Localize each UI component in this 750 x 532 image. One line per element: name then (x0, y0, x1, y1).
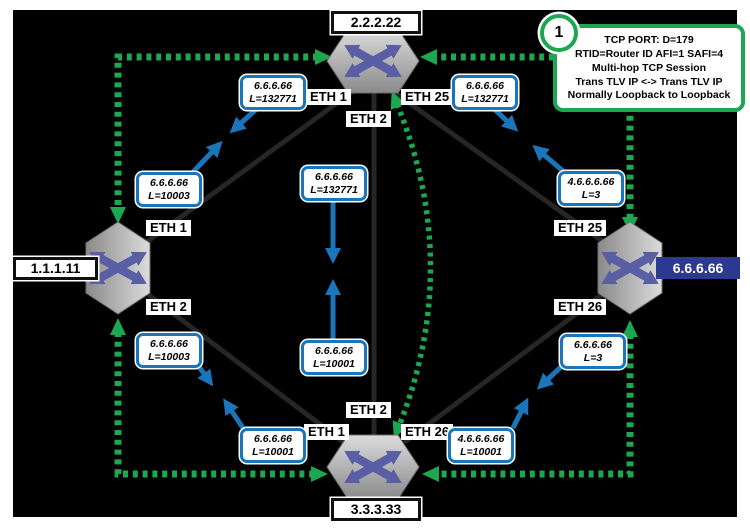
green-path-bottomright (422, 320, 638, 482)
link-label-value: L=10003 (148, 350, 190, 363)
link-label-value: L=3 (581, 188, 601, 201)
link-label-ip: 6.6.6.66 (315, 171, 353, 183)
green-path-topleft (110, 49, 332, 224)
link-label-value: L=132771 (310, 183, 358, 196)
switch-crossed-arrows-icon (344, 44, 402, 78)
callout-line: Multi-hop TCP Session (591, 61, 707, 74)
link-label-ip: 6.6.6.66 (254, 80, 292, 92)
link-label-value: L=10001 (252, 445, 294, 458)
callout-number-badge: 1 (540, 14, 578, 52)
router-name-bottom: 3.3.3.33 (331, 498, 421, 521)
router-name-right: 6.6.6.66 (656, 257, 740, 279)
blue-arrow (532, 144, 565, 173)
callout-line: TCP PORT: D=179 (604, 34, 694, 46)
callout-line: Normally Loopback to Loopback (567, 89, 731, 102)
link-label-value: L=10001 (313, 357, 355, 370)
green-multihop-arc (390, 91, 434, 440)
link-label-ip: 6.6.6.66 (315, 345, 353, 357)
router-left (85, 221, 151, 315)
callout-line: Trans TLV IP <-> Trans TLV IP (575, 75, 723, 88)
blue-label-arrows (191, 102, 566, 430)
link-label-ip: 4.6.6.6.66 (457, 433, 505, 445)
link-label-ip: 6.6.6.66 (150, 177, 188, 189)
callout-line: RTID=Router ID AFI=1 SAFI=4 (574, 47, 724, 60)
callout-note: TCP PORT: D=179 RTID=Router ID AFI=1 SAF… (553, 24, 745, 113)
link-label-value: L=10001 (460, 445, 502, 458)
link-label-ip: 4.6.6.6.66 (567, 176, 615, 188)
router-name-top: 2.2.2.22 (331, 11, 421, 34)
link-label-tl-upper: 6.6.6.66 L=132771 (240, 75, 306, 111)
link-label-ip: 6.6.6.66 (466, 80, 504, 92)
link-label-value: L=132771 (461, 92, 509, 105)
link-label-value: L=132771 (249, 92, 297, 105)
port-label-top-eth1: ETH 1 (306, 89, 351, 105)
switch-crossed-arrows-icon (344, 450, 402, 484)
link-label-br-upper: 6.6.6.66 L=3 (560, 334, 626, 370)
port-label-top-eth25: ETH 25 (401, 89, 454, 105)
link-top-right (391, 89, 605, 244)
link-label-ip: 6.6.6.66 (254, 433, 292, 445)
green-path-bottomleft (110, 318, 328, 482)
switch-crossed-arrows-icon (601, 251, 659, 285)
link-label-value: L=10003 (148, 189, 190, 202)
link-label-value: L=3 (583, 351, 603, 364)
link-label-tr-lower: 4.6.6.6.66 L=3 (558, 171, 624, 207)
router-bottom (326, 434, 420, 500)
green-session-paths (110, 49, 638, 482)
port-label-right-eth25: ETH 25 (554, 220, 607, 236)
router-name-left: 1.1.1.11 (13, 257, 98, 280)
link-label-bl-upper: 6.6.6.66 L=10003 (136, 333, 202, 369)
port-label-right-eth26: ETH 26 (554, 299, 607, 315)
switch-crossed-arrows-icon (89, 251, 147, 285)
port-label-bottom-eth2: ETH 2 (346, 402, 391, 418)
link-label-mid-upper: 6.6.6.66 L=132771 (301, 166, 367, 202)
port-label-left-eth2: ETH 2 (146, 299, 191, 315)
port-label-top-eth2: ETH 2 (346, 111, 391, 127)
link-label-bl-lower: 6.6.6.66 L=10001 (240, 428, 306, 464)
physical-links (145, 89, 605, 444)
blue-arrow (223, 398, 246, 430)
link-label-ip: 6.6.6.66 (574, 339, 612, 351)
link-label-br-lower: 4.6.6.6.66 L=10001 (448, 428, 514, 464)
router-top (326, 28, 420, 94)
port-label-left-eth1: ETH 1 (146, 220, 191, 236)
link-label-ip: 6.6.6.66 (150, 338, 188, 350)
blue-arrow (191, 140, 223, 174)
router-right (597, 221, 663, 315)
port-label-bottom-eth1: ETH 1 (304, 424, 349, 440)
link-label-tr-upper: 6.6.6.66 L=132771 (452, 75, 518, 111)
link-label-mid-lower: 6.6.6.66 L=10001 (301, 340, 367, 376)
blue-arrow (510, 397, 529, 430)
link-label-tl-lower: 6.6.6.66 L=10003 (136, 172, 202, 208)
port-label-bottom-eth26: ETH 26 (401, 424, 454, 440)
